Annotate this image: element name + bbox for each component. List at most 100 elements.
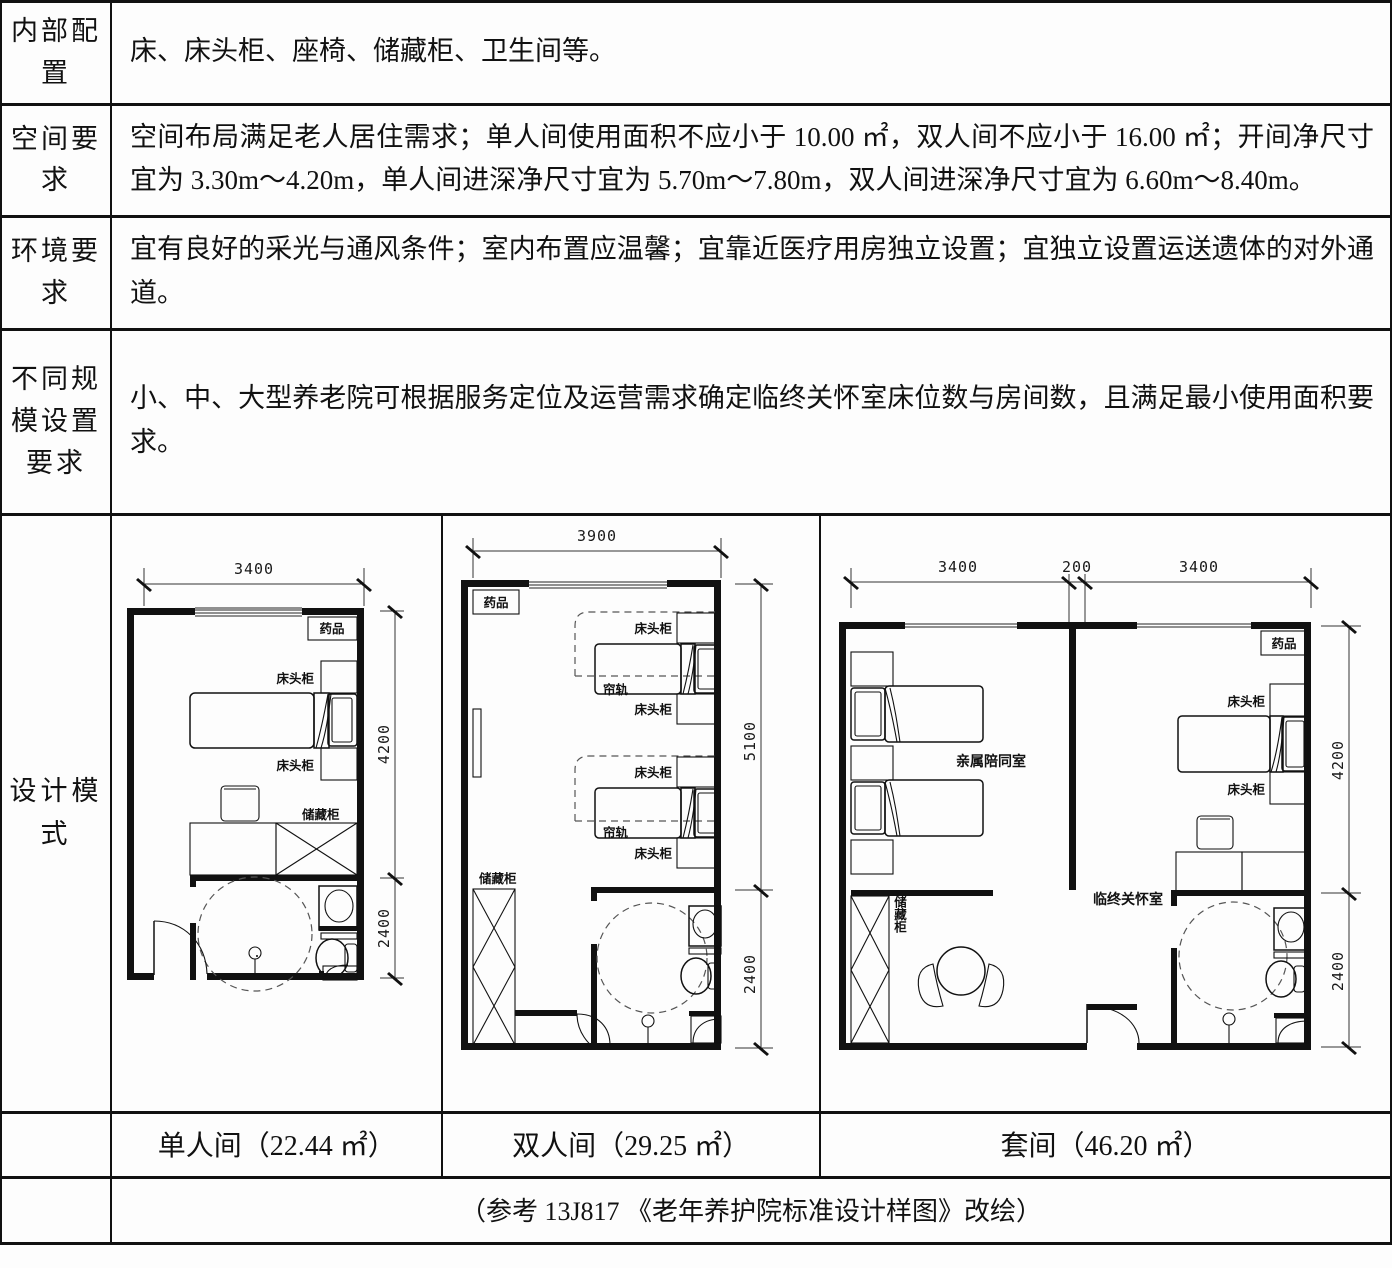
toilet-right	[1265, 959, 1306, 998]
dim-label-width: 3400	[234, 560, 274, 578]
nightstand-b-bottom	[676, 837, 717, 869]
bathroom-door	[319, 925, 358, 981]
wheelchair-turning-circle	[596, 902, 709, 1014]
table-row-environment-requirement: 环境要求 宜有良好的采光与通风条件；室内布置应温馨；宜靠近医疗用房独立设置；宜独…	[0, 215, 1392, 331]
dim-label-room-depth: 4200	[375, 724, 393, 764]
dimension-depths: 4200 2400	[375, 604, 404, 986]
label-nightstand-bottom: 床头柜	[276, 758, 314, 773]
captions-container: 单人间（22.44 ㎡） 双人间（29.25 ㎡） 套间（46.20 ㎡）	[112, 1113, 1390, 1176]
row-body-scale-requirement: 小、中、大型养老院可根据服务定位及运营需求确定临终关怀室床位数与房间数，且满足最…	[110, 327, 1392, 516]
dim-label-bath-depth: 2400	[1329, 951, 1347, 991]
label-storage-cabinet: 储藏柜	[301, 807, 340, 822]
wheelchair-turning-circle	[197, 876, 313, 992]
entry-door	[153, 920, 208, 975]
nightstand-b-top	[676, 756, 717, 788]
dimension-width-3400: 3400	[136, 560, 372, 606]
nightstand-a-top	[676, 612, 717, 644]
bed-group-b: 帘轨 床头柜 床头柜	[574, 755, 722, 869]
nightstand-top: 床头柜	[1227, 683, 1309, 717]
bathroom-walls-right	[1170, 889, 1308, 1050]
caption-suite: 套间（46.20 ㎡）	[1000, 1130, 1211, 1162]
row-header-internal-config: 内部配置	[0, 0, 112, 106]
table-row-source-note: （参考 13J817 《老年养护院标准设计样图》改绘）	[0, 1175, 1392, 1245]
medicine-cabinet: 药品	[1260, 630, 1309, 656]
row-body-space-requirement: 空间布局满足老人居住需求；单人间使用面积不应小于 10.00 ㎡，双人间不应小于…	[110, 102, 1392, 219]
bed-left-1	[884, 684, 984, 743]
sink	[318, 884, 358, 940]
dimension-depths: 4200 2400	[1320, 619, 1361, 1055]
label-medicine-cabinet: 药品	[319, 621, 344, 636]
dim-label-width: 3900	[577, 527, 617, 545]
nightstand-left-mid	[850, 745, 894, 781]
label-storage-cabinet: 储藏柜	[892, 894, 907, 933]
chair	[220, 785, 260, 822]
radiator	[472, 708, 483, 778]
room-walls	[461, 579, 722, 1050]
medicine-cabinet: 药品	[472, 589, 521, 615]
sink-right	[1273, 906, 1309, 959]
room-walls	[127, 607, 364, 980]
row-body-design-plans: 3400	[110, 512, 1392, 1114]
bed-left-2	[884, 778, 984, 837]
label-curtain-track-b: 帘轨	[603, 825, 629, 840]
storage-cabinet-left: 储藏柜	[850, 894, 907, 1044]
floor-drain-right	[1222, 1012, 1236, 1043]
plan-single-room: 3400	[112, 515, 444, 1111]
nightstand-top: 床头柜	[276, 660, 358, 694]
wheelchair-turning-circle	[1178, 901, 1288, 1011]
suite-walls	[838, 621, 1311, 1050]
bed-group-a: 帘轨 床头柜 床头柜	[574, 611, 722, 725]
label-nightstand-b-bottom: 床头柜	[635, 846, 673, 861]
dim-label-right-width: 3400	[1179, 558, 1219, 576]
sink	[688, 904, 723, 955]
label-nightstand-b-top: 床头柜	[635, 765, 673, 780]
table-row-plan-captions: 单人间（22.44 ㎡） 双人间（29.25 ㎡） 套间（46.20 ㎡）	[0, 1110, 1392, 1179]
caption-row-header	[0, 1110, 112, 1179]
label-hospice-room: 临终关怀室	[1093, 891, 1163, 908]
plan-double-room-drawing: 3900	[461, 527, 774, 1056]
bed	[189, 691, 358, 749]
row-header-scale-requirement: 不同规模设置要求	[0, 327, 112, 516]
row-header-design-plans: 设计模式	[0, 512, 112, 1114]
bathroom-door-right	[1273, 1012, 1309, 1044]
label-medicine-cabinet: 药品	[484, 595, 509, 610]
plan-suite-drawing: 3400 200 3400	[838, 558, 1361, 1055]
toilet	[315, 937, 358, 978]
plan-single-room-drawing: 3400	[127, 560, 404, 992]
bed-right	[1177, 714, 1309, 773]
source-note-header	[0, 1175, 112, 1245]
dim-label-left-width: 3400	[938, 558, 978, 576]
label-medicine-cabinet: 药品	[1271, 636, 1296, 651]
dim-label-wall: 200	[1062, 558, 1092, 576]
desk-right	[1175, 851, 1309, 893]
nightstand-left-1	[850, 651, 894, 687]
floor-drain	[641, 1014, 656, 1043]
row-header-space-requirement: 空间要求	[0, 102, 112, 219]
toilet	[680, 956, 721, 995]
table-and-chairs	[917, 945, 1005, 1007]
caption-single-room: 单人间（22.44 ㎡）	[112, 1113, 444, 1176]
dimension-depths: 5100 2400	[735, 577, 774, 1056]
dim-label-bath-depth: 2400	[375, 908, 393, 948]
label-nightstand-a-top: 床头柜	[635, 621, 673, 636]
nightstand-bottom: 床头柜	[1227, 771, 1309, 805]
table-row-design-plans: 设计模式 3400	[0, 512, 1392, 1114]
table-row-internal-config: 内部配置 床、床头柜、座椅、储藏柜、卫生间等。	[0, 0, 1392, 106]
row-body-internal-config: 床、床头柜、座椅、储藏柜、卫生间等。	[110, 0, 1392, 106]
storage-cabinet: 储藏柜	[472, 871, 517, 1046]
chair-right	[1196, 815, 1234, 850]
dimension-width-3900: 3900	[465, 527, 730, 578]
dim-label-room-depth: 4200	[1329, 740, 1347, 780]
bathroom-walls	[591, 886, 722, 1050]
nightstand-bottom: 床头柜	[276, 747, 358, 781]
entry-door	[515, 1009, 612, 1046]
dim-label-bath-depth: 2400	[741, 954, 759, 994]
suite-entry-door	[1086, 1003, 1140, 1043]
label-nightstand-top: 床头柜	[276, 671, 314, 686]
left-room-partition	[850, 889, 993, 896]
table-row-space-requirement: 空间要求 空间布局满足老人居住需求；单人间使用面积不应小于 10.00 ㎡，双人…	[0, 102, 1392, 219]
bathroom-door	[689, 1010, 723, 1044]
label-nightstand-bottom: 床头柜	[1227, 782, 1265, 797]
row-header-environment-requirement: 环境要求	[0, 215, 112, 331]
